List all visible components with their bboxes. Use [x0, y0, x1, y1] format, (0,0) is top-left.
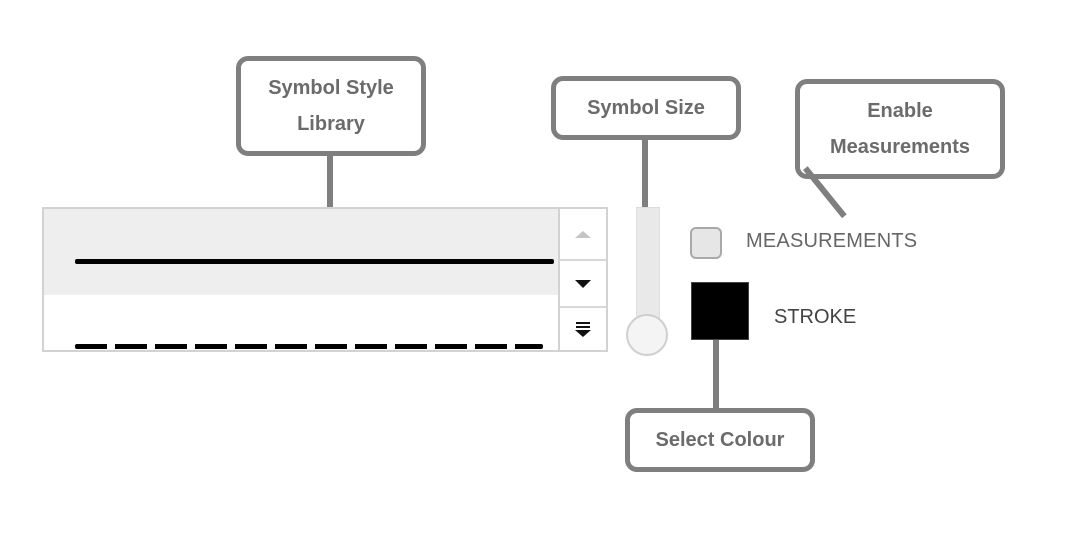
style-item-dashed-line[interactable]	[44, 295, 558, 350]
callout-style-library-line2: Library	[297, 113, 365, 135]
scroll-up-button[interactable]	[560, 209, 606, 261]
dashed-line-preview	[75, 344, 543, 349]
connector-style-library	[327, 154, 333, 208]
callout-measurements-line1: Enable	[867, 100, 933, 122]
style-list-scroller	[558, 207, 608, 352]
callout-symbol-style-library: Symbol Style Library	[236, 56, 426, 156]
callout-select-colour: Select Colour	[625, 408, 815, 472]
triangle-down-icon	[575, 279, 591, 288]
measurements-checkbox[interactable]	[690, 227, 722, 259]
triangle-up-icon	[575, 230, 591, 238]
connector-symbol-size	[642, 138, 648, 208]
scroll-to-end-button[interactable]	[560, 308, 606, 352]
measurements-label: MEASUREMENTS	[746, 230, 918, 252]
callout-style-library-line1: Symbol Style	[268, 77, 394, 99]
scroll-to-end-icon	[575, 322, 591, 338]
stroke-colour-swatch[interactable]	[691, 282, 749, 340]
scroll-down-button[interactable]	[560, 261, 606, 308]
callout-symbol-size-text: Symbol Size	[587, 97, 705, 119]
solid-line-preview	[75, 259, 554, 264]
style-item-solid-line[interactable]	[44, 209, 558, 295]
callout-measurements-line2: Measurements	[829, 136, 971, 158]
callout-symbol-size: Symbol Size	[551, 76, 741, 140]
stroke-label: STROKE	[774, 306, 857, 328]
callout-select-colour-text: Select Colour	[655, 429, 785, 451]
symbol-style-list[interactable]	[42, 207, 560, 352]
symbol-size-slider-thumb[interactable]	[626, 314, 668, 356]
callout-enable-measurements: Enable Measurements	[795, 79, 1005, 179]
connector-select-colour	[713, 340, 719, 410]
